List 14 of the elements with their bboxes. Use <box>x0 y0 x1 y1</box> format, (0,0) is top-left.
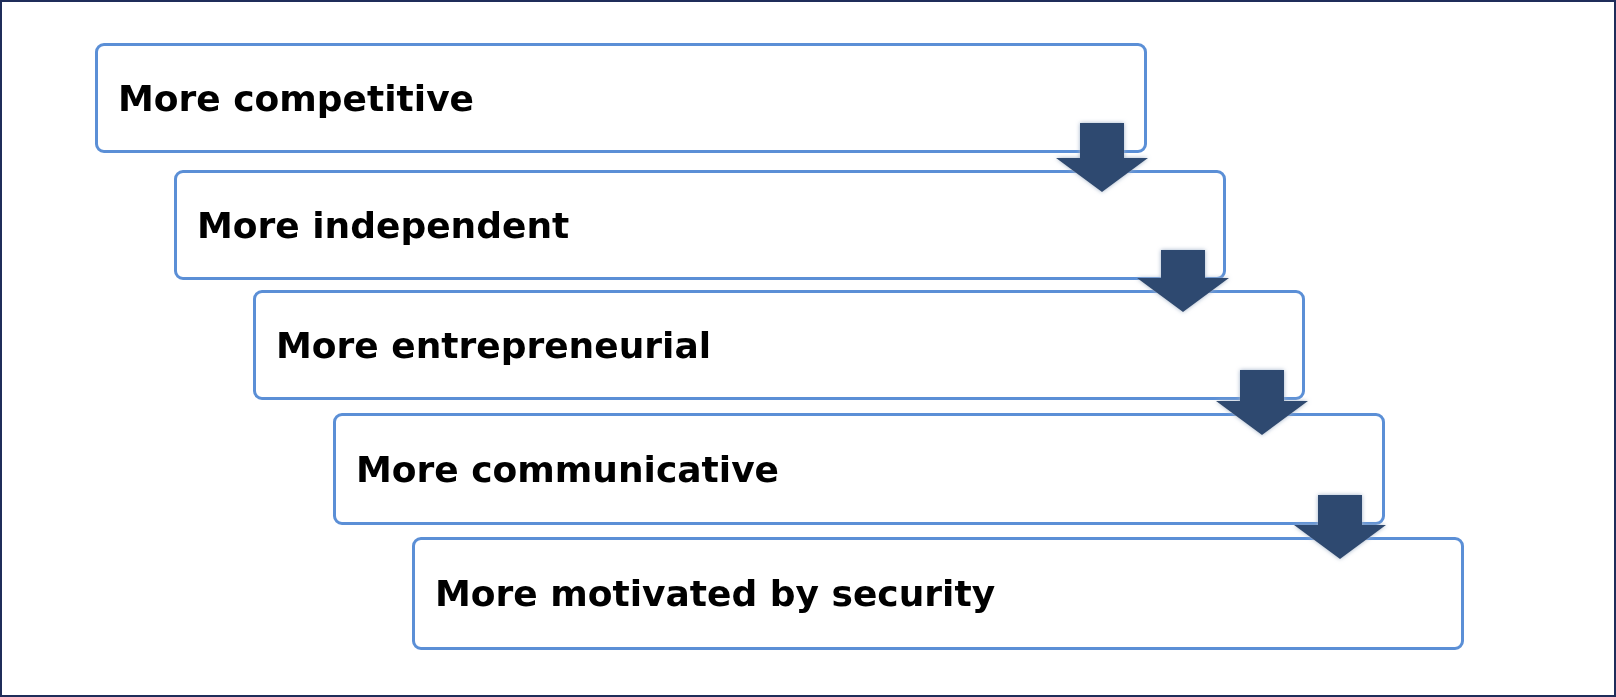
process-box <box>253 290 1305 400</box>
process-box <box>333 413 1385 525</box>
block-arrow <box>1137 250 1229 312</box>
block-arrow <box>1294 495 1386 559</box>
process-box <box>95 43 1147 153</box>
process-box <box>174 170 1226 280</box>
box-label: More entrepreneurial <box>276 324 712 366</box>
box-label: More independent <box>197 204 570 246</box>
block-arrow <box>1216 370 1308 435</box>
process-box <box>412 537 1464 650</box>
box-label: More motivated by security <box>435 573 996 614</box>
box-label: More competitive <box>118 77 474 119</box>
block-arrow <box>1056 123 1148 192</box>
box-label: More communicative <box>356 448 780 490</box>
